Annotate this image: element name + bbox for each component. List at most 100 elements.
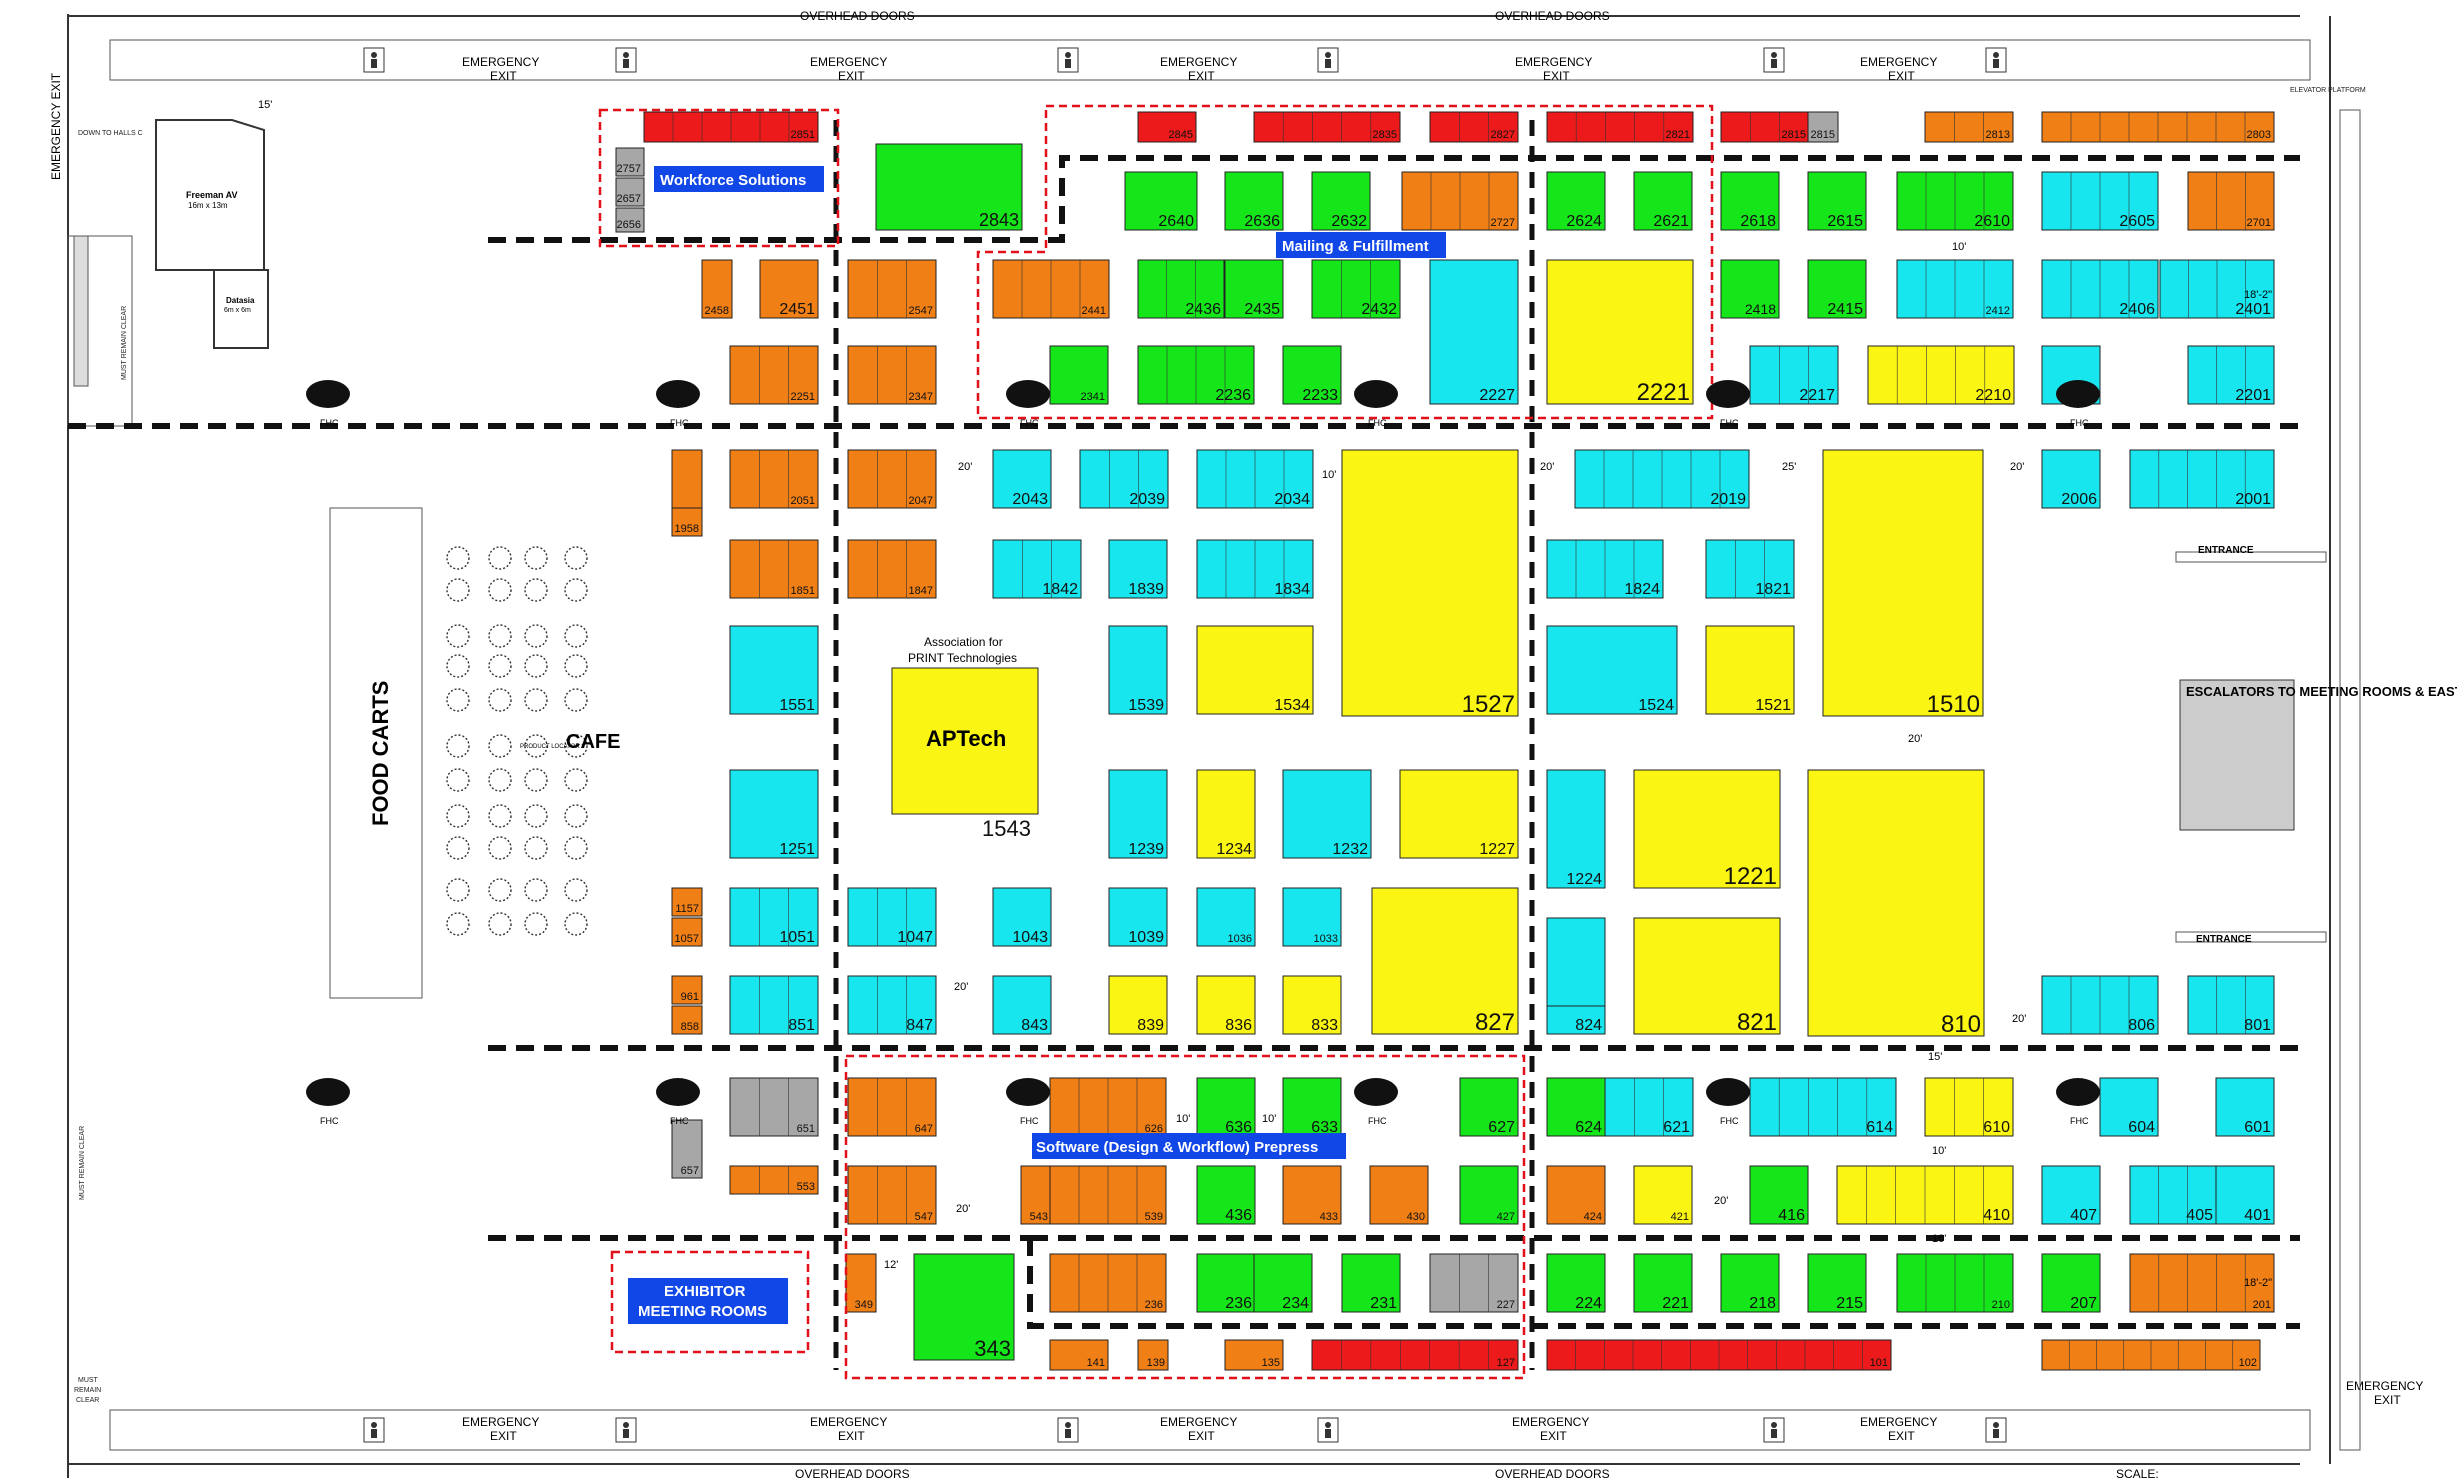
booth-2034[interactable]: 2034 <box>1196 449 1314 509</box>
booth-1958[interactable]: 1958 <box>671 507 703 537</box>
booth-627[interactable]: 627 <box>1459 1077 1519 1137</box>
booth-2236[interactable]: 2236 <box>1137 345 1255 405</box>
booth-343[interactable]: 343 <box>913 1253 1015 1361</box>
booth-539[interactable]: 539 <box>1049 1165 1167 1225</box>
booth-1521[interactable]: 1521 <box>1705 625 1795 715</box>
booth-349[interactable]: 349 <box>845 1253 877 1313</box>
booth-858[interactable]: 858 <box>671 1005 703 1035</box>
booth-827[interactable]: 827 <box>1371 887 1519 1036</box>
booth-2636[interactable]: 2636 <box>1224 171 1284 231</box>
booth-624[interactable]: 624 <box>1546 1077 1606 1137</box>
booth-2657[interactable]: 2657 <box>615 177 645 207</box>
booth-2435[interactable]: 2435 <box>1224 259 1284 319</box>
booth-210[interactable]: 210 <box>1896 1253 2014 1313</box>
booth-1157[interactable]: 1157 <box>671 887 703 917</box>
booth-2436[interactable]: 2436 <box>1137 259 1225 319</box>
booth-806[interactable]: 806 <box>2041 975 2159 1035</box>
booth-236[interactable]: 236 <box>1196 1253 1256 1313</box>
booth-2757[interactable]: 2757 <box>615 147 645 177</box>
booth-2640[interactable]: 2640 <box>1124 171 1198 231</box>
booth-2039[interactable]: 2039 <box>1079 449 1169 509</box>
booth-961[interactable]: 961 <box>671 975 703 1005</box>
booth-633[interactable]: 633 <box>1282 1077 1342 1137</box>
booth-2827[interactable]: 2827 <box>1429 111 1519 143</box>
booth-1051[interactable]: 1051 <box>729 887 819 947</box>
booth-2251[interactable]: 2251 <box>729 345 819 405</box>
booth-2051[interactable]: 2051 <box>729 449 819 509</box>
booth-843[interactable]: 843 <box>992 975 1052 1035</box>
booth-1033[interactable]: 1033 <box>1282 887 1342 947</box>
booth-2605[interactable]: 2605 <box>2041 171 2159 231</box>
booth-2821[interactable]: 2821 <box>1546 111 1694 143</box>
booth-2432[interactable]: 2432 <box>1311 259 1401 319</box>
booth-601[interactable]: 601 <box>2215 1077 2275 1137</box>
booth-2610[interactable]: 2610 <box>1896 171 2014 231</box>
booth-2006[interactable]: 2006 <box>2041 449 2101 509</box>
booth-1047[interactable]: 1047 <box>847 887 937 947</box>
booth-405[interactable]: 405 <box>2129 1165 2217 1225</box>
booth-1239[interactable]: 1239 <box>1108 769 1168 859</box>
booth-2701[interactable]: 2701 <box>2187 171 2275 231</box>
booth-2019[interactable]: 2019 <box>1574 449 1750 509</box>
booth-436[interactable]: 436 <box>1196 1165 1256 1225</box>
booth-139[interactable]: 139 <box>1137 1339 1169 1371</box>
booth-2347[interactable]: 2347 <box>847 345 937 405</box>
booth-547[interactable]: 547 <box>847 1165 937 1225</box>
booth-2547[interactable]: 2547 <box>847 259 937 319</box>
booth-1057[interactable]: 1057 <box>671 917 703 947</box>
booth-2851[interactable]: 2851 <box>643 111 819 143</box>
booth-626[interactable]: 626 <box>1049 1077 1167 1137</box>
booth-224[interactable]: 224 <box>1546 1253 1606 1313</box>
booth-421[interactable]: 421 <box>1633 1165 1693 1225</box>
booth-839[interactable]: 839 <box>1108 975 1168 1035</box>
booth-647[interactable]: 647 <box>847 1077 937 1137</box>
booth-227[interactable]: 227 <box>1429 1253 1519 1313</box>
booth-610[interactable]: 610 <box>1924 1077 2014 1137</box>
booth-2227[interactable]: 2227 <box>1429 259 1519 405</box>
booth-201[interactable]: 201 <box>2129 1253 2275 1313</box>
booth-1527[interactable]: 1527 <box>1341 449 1519 718</box>
booth-1842[interactable]: 1842 <box>992 539 1082 599</box>
booth-1524[interactable]: 1524 <box>1546 625 1678 715</box>
booth-614[interactable]: 614 <box>1749 1077 1897 1137</box>
booth-1234[interactable]: 1234 <box>1196 769 1256 859</box>
booth-1221[interactable]: 1221 <box>1633 769 1781 890</box>
booth-102[interactable]: 102 <box>2041 1339 2261 1371</box>
booth-1834[interactable]: 1834 <box>1196 539 1314 599</box>
booth-2621[interactable]: 2621 <box>1633 171 1693 231</box>
booth-1043[interactable]: 1043 <box>992 887 1052 947</box>
booth-2043[interactable]: 2043 <box>992 449 1052 509</box>
booth-2221[interactable]: 2221 <box>1546 259 1694 406</box>
booth-433[interactable]: 433 <box>1282 1165 1342 1225</box>
booth-621[interactable]: 621 <box>1604 1077 1694 1137</box>
booth-207[interactable]: 207 <box>2041 1253 2101 1313</box>
booth-2813[interactable]: 2813 <box>1924 111 2014 143</box>
booth-543[interactable]: 543 <box>1020 1165 1052 1225</box>
booth-636[interactable]: 636 <box>1196 1077 1256 1137</box>
booth-2001[interactable]: 2001 <box>2129 449 2275 509</box>
booth-127[interactable]: 127 <box>1311 1339 1519 1371</box>
booth-2843[interactable]: 2843 <box>875 143 1023 231</box>
booth-1534[interactable]: 1534 <box>1196 625 1314 715</box>
booth-801[interactable]: 801 <box>2187 975 2275 1035</box>
booth-2803[interactable]: 2803 <box>2041 111 2275 143</box>
booth-833[interactable]: 833 <box>1282 975 1342 1035</box>
booth-847[interactable]: 847 <box>847 975 937 1035</box>
booth-2624[interactable]: 2624 <box>1546 171 1606 231</box>
booth-2401[interactable]: 2401 <box>2159 259 2275 319</box>
booth-1847[interactable]: 1847 <box>847 539 937 599</box>
booth-236b[interactable]: 236 <box>1049 1253 1167 1313</box>
booth-424[interactable]: 424 <box>1546 1165 1606 1225</box>
booth-1821[interactable]: 1821 <box>1705 539 1795 599</box>
booth-821[interactable]: 821 <box>1633 917 1781 1036</box>
booth-2233[interactable]: 2233 <box>1282 345 1342 405</box>
booth-407[interactable]: 407 <box>2041 1165 2101 1225</box>
booth-1232[interactable]: 1232 <box>1282 769 1372 859</box>
booth-2835[interactable]: 2835 <box>1253 111 1401 143</box>
booth-2217[interactable]: 2217 <box>1749 345 1839 405</box>
booth-2415[interactable]: 2415 <box>1807 259 1867 319</box>
booth-2656[interactable]: 2656 <box>615 207 645 233</box>
booth-221[interactable]: 221 <box>1633 1253 1693 1313</box>
booth-604[interactable]: 604 <box>2099 1077 2159 1137</box>
booth-218[interactable]: 218 <box>1720 1253 1780 1313</box>
